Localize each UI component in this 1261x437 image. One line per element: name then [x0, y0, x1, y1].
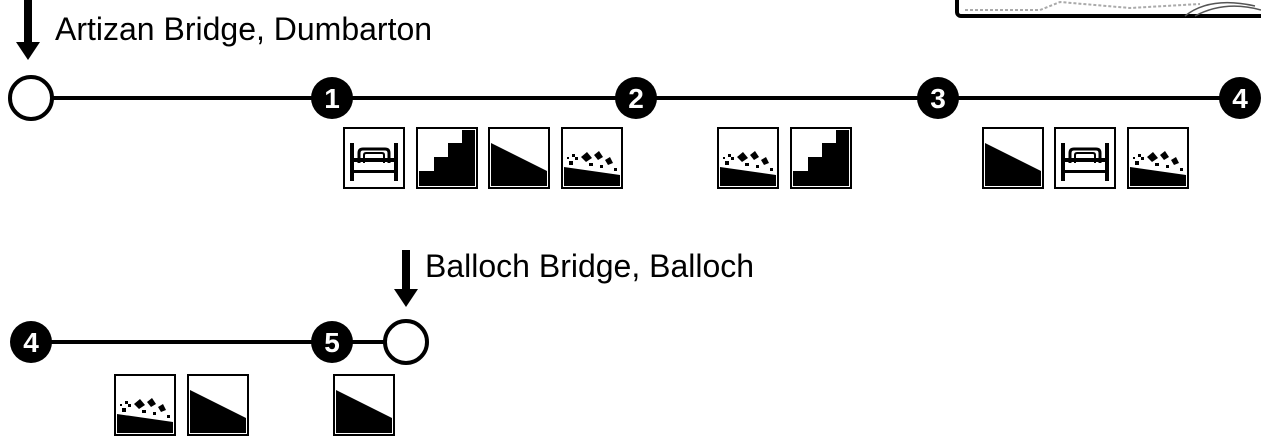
waypoint-4-repeat: 4 [10, 321, 52, 363]
end-label: Balloch Bridge, Balloch [425, 248, 754, 284]
waypoint-5: 5 [311, 321, 353, 363]
waypoint-4-number: 4 [1232, 83, 1248, 114]
start-marker [8, 75, 54, 121]
rough-ground-icon [114, 374, 176, 436]
waypoint-2: 2 [615, 77, 657, 119]
down-arrow-icon [16, 0, 40, 60]
down-arrow-icon [394, 250, 418, 307]
waypoint-3: 3 [917, 77, 959, 119]
steps-icon [790, 127, 852, 189]
waypoint-2-number: 2 [628, 83, 644, 114]
slope-icon [982, 127, 1044, 189]
cattle-grid-icon [1054, 127, 1116, 189]
waypoint-3-number: 3 [930, 83, 946, 114]
waypoint-4-repeat-number: 4 [23, 327, 39, 358]
waypoint-5-number: 5 [324, 327, 340, 358]
end-marker [383, 319, 429, 365]
cattle-grid-icon [343, 127, 405, 189]
rough-ground-icon [717, 127, 779, 189]
slope-icon [333, 374, 395, 436]
rough-ground-icon [561, 127, 623, 189]
waypoint-1-number: 1 [324, 83, 340, 114]
slope-icon [488, 127, 550, 189]
start-label: Artizan Bridge, Dumbarton [55, 11, 432, 47]
waypoint-1: 1 [311, 77, 353, 119]
slope-icon [187, 374, 249, 436]
steps-icon [416, 127, 478, 189]
map-inset [955, 0, 1261, 18]
rough-ground-icon [1127, 127, 1189, 189]
waypoint-4: 4 [1219, 77, 1261, 119]
